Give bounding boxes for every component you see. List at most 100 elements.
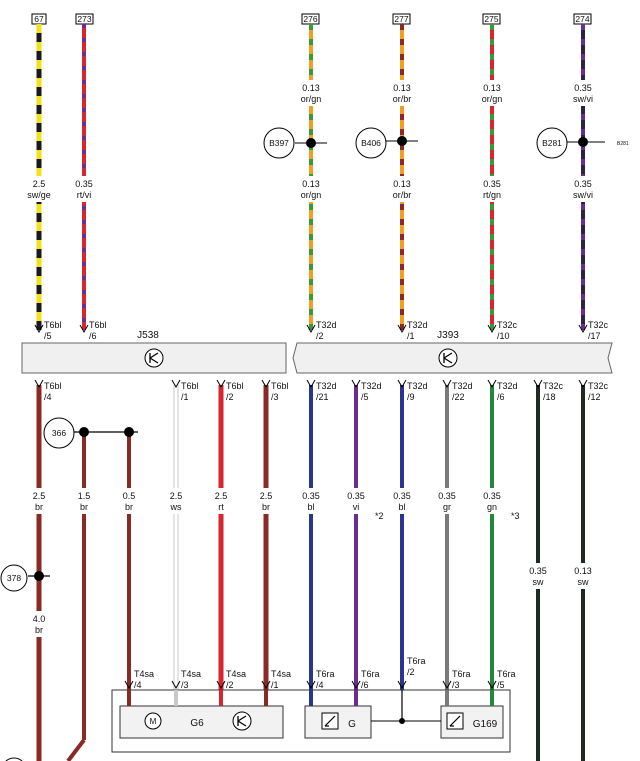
transistor-icon: [443, 352, 453, 364]
ref-277[interactable]: 277: [394, 14, 408, 24]
upper-wire-top-labels: 0.13 or/gn 0.13 or/br 0.13 or/gn 0.35 sw…: [301, 83, 593, 104]
pin-t6ra-6-no: /6: [361, 680, 369, 690]
lwire13-color: sw: [578, 577, 590, 587]
lwire9-size: 0.35: [393, 491, 411, 501]
wire5-top-size: 0.13: [483, 83, 501, 93]
pin-t32c-17-no: /17: [588, 331, 601, 341]
ref-circle-partial: [5, 757, 23, 761]
lwire7-color: bl: [307, 502, 314, 512]
lwire6-size: 2.5: [260, 491, 273, 501]
pin-t6ra-5-label: T6ra: [497, 669, 516, 679]
lower-wire-label-gaps: [24, 488, 598, 637]
pin-t6ra-2-no: /2: [407, 667, 415, 677]
lower-wire-labels: 2.5 br 1.5 br 0.5 br 2.5 ws 2.5 rt 2.5 b…: [33, 491, 592, 635]
wire3-size: 0.13: [302, 179, 320, 189]
wire5-color: rt/gn: [483, 190, 501, 200]
lwire12-size: 0.35: [529, 566, 547, 576]
pin-t6bl-5-label: T6bl: [44, 320, 62, 330]
pin-t6ra-4-label: T6ra: [316, 669, 335, 679]
lwire2-size: 1.5: [78, 491, 91, 501]
pin-t4sa-4-label: T4sa: [134, 669, 154, 679]
ref-273[interactable]: 273: [77, 14, 91, 24]
lwire6-color: br: [262, 502, 270, 512]
pin-t4sa-4-no: /4: [134, 680, 142, 690]
pin-t6bl-4-label: T6bl: [44, 381, 62, 391]
ref-275[interactable]: 275: [484, 14, 498, 24]
pin-t32d-6-label: T32d: [497, 381, 518, 391]
pin-t6bl-2-no: /2: [226, 392, 234, 402]
wire6-color: sw/vi: [573, 190, 593, 200]
wire6-size: 0.35: [574, 179, 592, 189]
wire4-top-color: or/br: [393, 94, 412, 104]
pin-t4sa-1-label: T4sa: [271, 669, 291, 679]
extra-wire-size: 4.0: [33, 614, 46, 624]
lwire7-size: 0.35: [302, 491, 320, 501]
lwire9-color: bl: [398, 502, 405, 512]
pin-t32c-18-no: /18: [543, 392, 556, 402]
pin-t6ra-4-no: /4: [316, 680, 324, 690]
lwire5-size: 2.5: [215, 491, 228, 501]
pin-t6bl-2-label: T6bl: [226, 381, 244, 391]
component-g169-label: G169: [473, 719, 498, 730]
lwire8-color: vi: [353, 502, 360, 512]
lwire3-size: 0.5: [123, 491, 136, 501]
lwire4-color: ws: [170, 502, 182, 512]
pin-t32d-21-label: T32d: [316, 381, 337, 391]
lwire5-color: rt: [218, 502, 224, 512]
lwire4-size: 2.5: [170, 491, 183, 501]
wire3-top-color: or/gn: [301, 94, 322, 104]
lwire1-size: 2.5: [33, 491, 46, 501]
pin-t4sa-1-no: /1: [271, 680, 279, 690]
splice-b397[interactable]: B397: [269, 138, 289, 148]
sensor-icon: [449, 715, 461, 727]
wire5-size: 0.35: [483, 179, 501, 189]
wire6-top-size: 0.35: [574, 83, 592, 93]
sensor-icon: [324, 715, 336, 727]
pin-t6bl-3-label: T6bl: [271, 381, 289, 391]
lower-wires: [36, 385, 585, 761]
ref-366[interactable]: 366: [52, 428, 66, 438]
splice-note: B281: [617, 141, 629, 147]
bottom-pins: T4sa /4 T4sa /3 T4sa /2 T4sa /1 T6ra /4 …: [124, 656, 516, 690]
pin-t6bl-6-no: /6: [89, 331, 97, 341]
splice-b281[interactable]: B281: [542, 138, 562, 148]
pin-t6ra-2-label: T6ra: [407, 656, 426, 666]
branch-366: 366: [43, 417, 138, 449]
pin-t4sa-3-no: /3: [181, 680, 189, 690]
motor-icon: M: [150, 717, 157, 726]
pin-t6bl-6-label: T6bl: [89, 320, 107, 330]
ref-67[interactable]: 67: [34, 14, 44, 24]
pin-t4sa-2-no: /2: [226, 680, 234, 690]
lwire8-size: 0.35: [347, 491, 365, 501]
wire4-color: or/br: [393, 190, 412, 200]
splice-b406[interactable]: B406: [361, 138, 381, 148]
pin-t6bl-4-no: /4: [44, 392, 52, 402]
pin-t32c-10-no: /10: [497, 331, 510, 341]
transistor-icon: [149, 352, 159, 364]
pin-t32c-10-label: T32c: [497, 320, 518, 330]
wire4-size: 0.13: [393, 179, 411, 189]
upper-pins: T6bl /5 T6bl /6 T32d /2 T32d /1 T32c /10…: [34, 320, 609, 341]
ref-274[interactable]: 274: [575, 14, 589, 24]
transistor-icon: [237, 715, 247, 727]
top-references: 67 273 276 277 275 274: [31, 13, 592, 25]
ref-276[interactable]: 276: [303, 14, 317, 24]
pin-t4sa-3-label: T4sa: [181, 669, 201, 679]
pin-t32c-18-label: T32c: [543, 381, 564, 391]
pin-t32d-5-no: /5: [361, 392, 369, 402]
ref-378[interactable]: 378: [7, 573, 21, 583]
pin-t32d-1-label: T32d: [407, 320, 428, 330]
extra-wire-color: br: [35, 625, 43, 635]
pin-t4sa-2-label: T4sa: [226, 669, 246, 679]
branch-378: 378: [0, 564, 50, 592]
lwire11-color: gn: [487, 502, 497, 512]
pin-t32d-22-label: T32d: [452, 381, 473, 391]
pin-t32d-2-label: T32d: [316, 320, 337, 330]
modules: J538 J393: [21, 330, 613, 374]
wire1-color: sw/ge: [27, 190, 51, 200]
pin-t6bl-3-no: /3: [271, 392, 279, 402]
component-g6-label: G6: [190, 718, 204, 729]
pin-t6bl-1-label: T6bl: [181, 381, 199, 391]
wire2-color: rt/vi: [77, 190, 92, 200]
